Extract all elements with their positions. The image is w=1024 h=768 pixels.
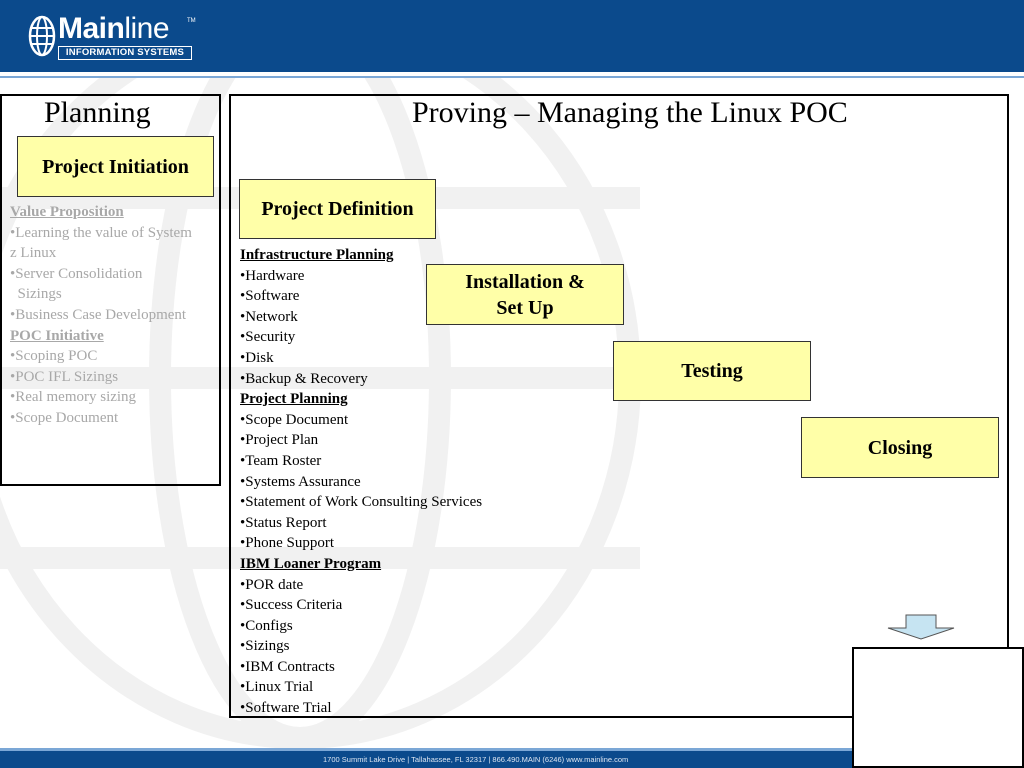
planning-panel: [0, 94, 221, 486]
proving-section-heading: Infrastructure Planning: [240, 247, 394, 263]
proving-list-item: •Phone Support: [240, 535, 335, 552]
footer-accent-line: [0, 748, 852, 751]
closing-box: Closing: [801, 417, 999, 478]
installation-line-1: Installation &: [465, 270, 585, 293]
proving-list-item: •Configs: [240, 617, 293, 634]
proving-list-item: •Disk: [240, 349, 274, 366]
logo-subtitle: INFORMATION SYSTEMS: [58, 46, 192, 60]
proving-list-item: •Network: [240, 308, 298, 325]
proving-list-item: •Software Trial: [240, 700, 332, 717]
proving-list-item: •Project Plan: [240, 432, 319, 449]
planning-list-item: z Linux: [10, 245, 57, 262]
planning-list-item: •Server Consolidation: [10, 265, 143, 282]
proving-list-item: •Software: [240, 288, 300, 305]
planning-list: Value Proposition •Learning the value of …: [10, 202, 220, 429]
proving-list-item: •Success Criteria: [240, 597, 343, 614]
proving-panel: [229, 94, 1009, 718]
installation-setup-box: Installation & Set Up: [426, 264, 624, 325]
project-definition-box: Project Definition: [239, 179, 436, 239]
proving-list-item: •Statement of Work Consulting Services: [240, 494, 483, 511]
proving-list-item: •Team Roster: [240, 452, 322, 469]
footer-bar: [0, 751, 852, 768]
logo-word-bold: Main: [58, 12, 125, 45]
proving-list-item: •Sizings: [240, 638, 290, 655]
logo-wordmark: Mainline: [58, 12, 170, 46]
mainline-logo: Mainline TM INFORMATION SYSTEMS: [28, 12, 198, 60]
proving-list-item: •Linux Trial: [240, 679, 314, 696]
planning-list-item: •Scope Document: [10, 409, 119, 426]
project-initiation-box: Project Initiation: [17, 136, 214, 197]
planning-list-item: •POC IFL Sizings: [10, 368, 119, 385]
proving-list-item: •IBM Contracts: [240, 658, 335, 675]
proving-section-heading: Project Planning: [240, 391, 348, 408]
proving-list-item: •Hardware: [240, 267, 305, 284]
proving-list-item: •Backup & Recovery: [240, 370, 368, 387]
proving-list-item: •Status Report: [240, 514, 327, 531]
proving-list-item: •Systems Assurance: [240, 473, 361, 490]
planning-list-item: Sizings: [10, 286, 62, 303]
proving-list-item: •Scope Document: [240, 411, 349, 428]
globe-icon: [28, 15, 56, 57]
header-bar: [0, 0, 1024, 72]
logo-word-light: line: [124, 12, 170, 45]
planning-section-heading: POC Initiative: [10, 327, 104, 344]
proving-title: Proving – Managing the Linux POC: [412, 96, 848, 129]
header-divider: [0, 72, 1024, 76]
proving-list-item: •Security: [240, 329, 296, 346]
planning-title: Planning: [44, 96, 151, 129]
planning-list-item: •Real memory sizing: [10, 389, 137, 406]
planning-list-item: •Learning the value of System: [10, 224, 192, 241]
installation-line-2: Set Up: [496, 296, 554, 319]
proving-list-item: •POR date: [240, 576, 304, 593]
proving-section-heading: IBM Loaner Program: [240, 555, 382, 572]
planning-section-heading: Value Proposition: [10, 204, 124, 220]
header-accent-line: [0, 76, 1024, 78]
arrow-down-icon: [887, 614, 955, 640]
logo-trademark: TM: [187, 18, 196, 24]
corner-blank-box: [852, 647, 1024, 768]
testing-box: Testing: [613, 341, 811, 401]
proving-list: Infrastructure Planning •Hardware •Softwar…: [240, 245, 560, 719]
planning-list-item: •Scoping POC: [10, 348, 98, 365]
planning-list-item: •Business Case Development: [10, 306, 187, 323]
footer-address: 1700 Summit Lake Drive | Tallahassee, FL…: [323, 755, 629, 764]
